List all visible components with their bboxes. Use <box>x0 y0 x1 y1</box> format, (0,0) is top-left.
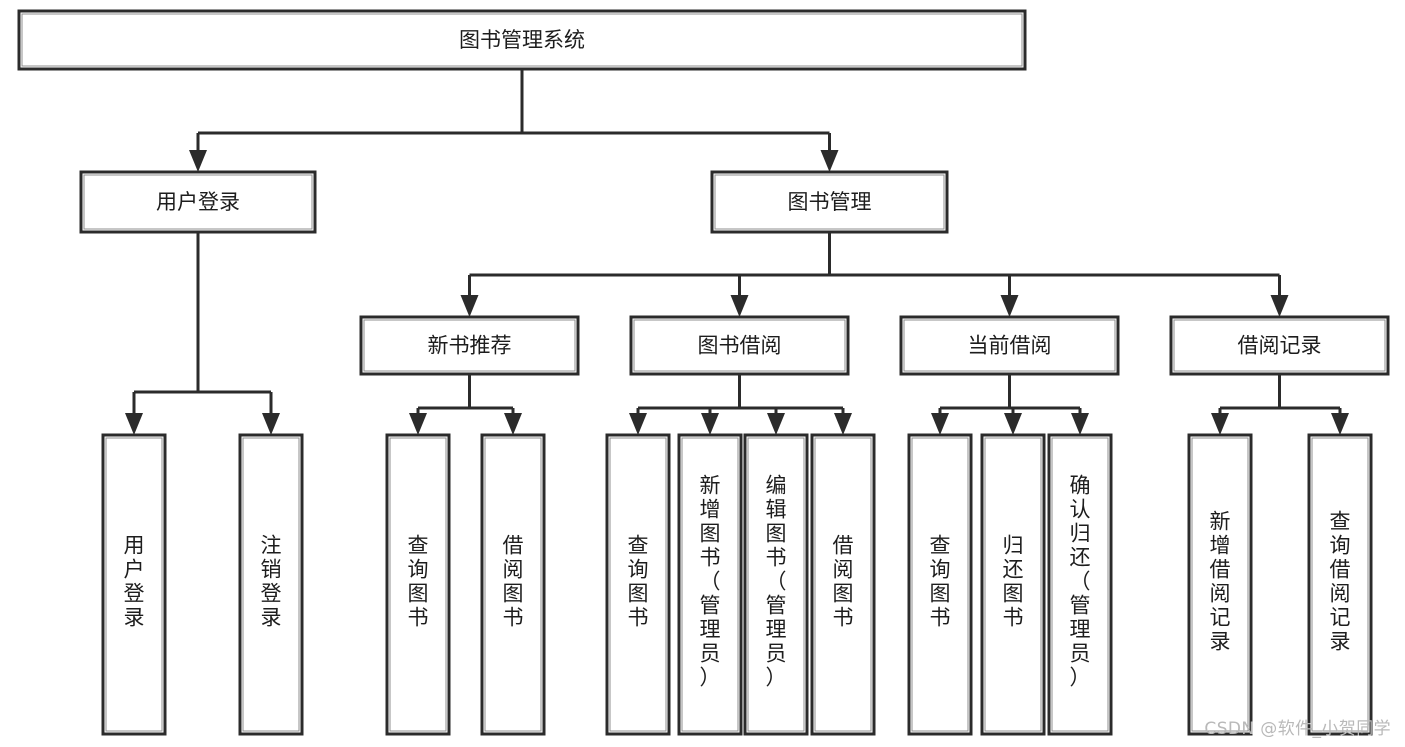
node-leaf-用户登录-1[interactable]: 注销登录 <box>238 433 304 736</box>
connector-arrowhead <box>701 413 719 435</box>
node-leaf-新书推荐-1[interactable]: 借阅图书 <box>480 433 546 736</box>
connector-arrowhead <box>1211 413 1229 435</box>
node-label: 查询图书 <box>408 534 429 630</box>
connector-arrowhead <box>262 413 280 435</box>
node-level2-3[interactable]: 借阅记录 <box>1169 315 1390 376</box>
node-label: 借阅记录 <box>1238 334 1322 358</box>
connector-arrowhead <box>834 413 852 435</box>
node-label: 新增图书（管理员） <box>700 474 721 690</box>
node-leaf-图书借阅-3[interactable]: 借阅图书 <box>810 433 876 736</box>
node-label: 图书管理系统 <box>459 28 585 52</box>
connector-arrowhead <box>767 413 785 435</box>
node-leaf-借阅记录-1[interactable]: 查询借阅记录 <box>1307 433 1373 736</box>
node-label: 注销登录 <box>261 534 282 630</box>
node-label: 新增借阅记录 <box>1210 510 1231 654</box>
node-leaf-新书推荐-0[interactable]: 查询图书 <box>385 433 451 736</box>
csdn-watermark: CSDN @软件_小贺同学 <box>1204 719 1391 739</box>
connector-arrowhead <box>820 150 839 172</box>
node-label: 借阅图书 <box>503 534 524 630</box>
node-leaf-当前借阅-2[interactable]: 确认归还（管理员） <box>1047 433 1113 736</box>
connector-layer <box>125 69 1349 435</box>
node-label: 当前借阅 <box>968 334 1052 358</box>
node-label: 图书管理 <box>788 190 872 214</box>
node-label: 借阅图书 <box>833 534 854 630</box>
connector-arrowhead <box>629 413 647 435</box>
connector-arrowhead <box>460 295 479 317</box>
node-label: 查询图书 <box>628 534 649 630</box>
connector-arrowhead <box>730 295 749 317</box>
node-leaf-图书借阅-2[interactable]: 编辑图书（管理员） <box>743 433 809 736</box>
node-label: 确认归还（管理员） <box>1070 474 1091 690</box>
connector-arrowhead <box>1270 295 1289 317</box>
node-leaf-借阅记录-0[interactable]: 新增借阅记录 <box>1187 433 1253 736</box>
node-level1-1[interactable]: 图书管理 <box>710 170 949 234</box>
connector-arrowhead <box>1071 413 1089 435</box>
node-leaf-图书借阅-1[interactable]: 新增图书（管理员） <box>677 433 743 736</box>
connector-arrowhead <box>1331 413 1349 435</box>
node-level2-0[interactable]: 新书推荐 <box>359 315 580 376</box>
node-label: 编辑图书（管理员） <box>766 474 787 690</box>
node-label: 用户登录 <box>156 190 240 214</box>
node-root-图书管理系统[interactable]: 图书管理系统 <box>17 9 1027 71</box>
node-label: 图书借阅 <box>698 334 782 358</box>
node-level1-0[interactable]: 用户登录 <box>79 170 317 234</box>
node-label: 归还图书 <box>1003 534 1024 630</box>
connector-arrowhead <box>931 413 949 435</box>
node-leaf-当前借阅-0[interactable]: 查询图书 <box>907 433 973 736</box>
node-level2-2[interactable]: 当前借阅 <box>899 315 1120 376</box>
node-leaf-图书借阅-0[interactable]: 查询图书 <box>605 433 671 736</box>
connector-arrowhead <box>189 150 207 172</box>
node-label: 新书推荐 <box>428 334 512 358</box>
connector-arrowhead <box>1004 413 1022 435</box>
connector-arrowhead <box>409 413 427 435</box>
node-leaf-用户登录-0[interactable]: 用户登录 <box>101 433 167 736</box>
node-level2-1[interactable]: 图书借阅 <box>629 315 850 376</box>
node-leaf-当前借阅-1[interactable]: 归还图书 <box>980 433 1046 736</box>
node-label: 查询图书 <box>930 534 951 630</box>
connector-arrowhead <box>125 413 143 435</box>
connector-arrowhead <box>504 413 522 435</box>
node-label: 查询借阅记录 <box>1330 510 1351 654</box>
node-layer: 图书管理系统用户登录图书管理新书推荐图书借阅当前借阅借阅记录用户登录注销登录查询… <box>17 9 1390 736</box>
node-label: 用户登录 <box>124 534 145 630</box>
connector-arrowhead <box>1000 295 1019 317</box>
